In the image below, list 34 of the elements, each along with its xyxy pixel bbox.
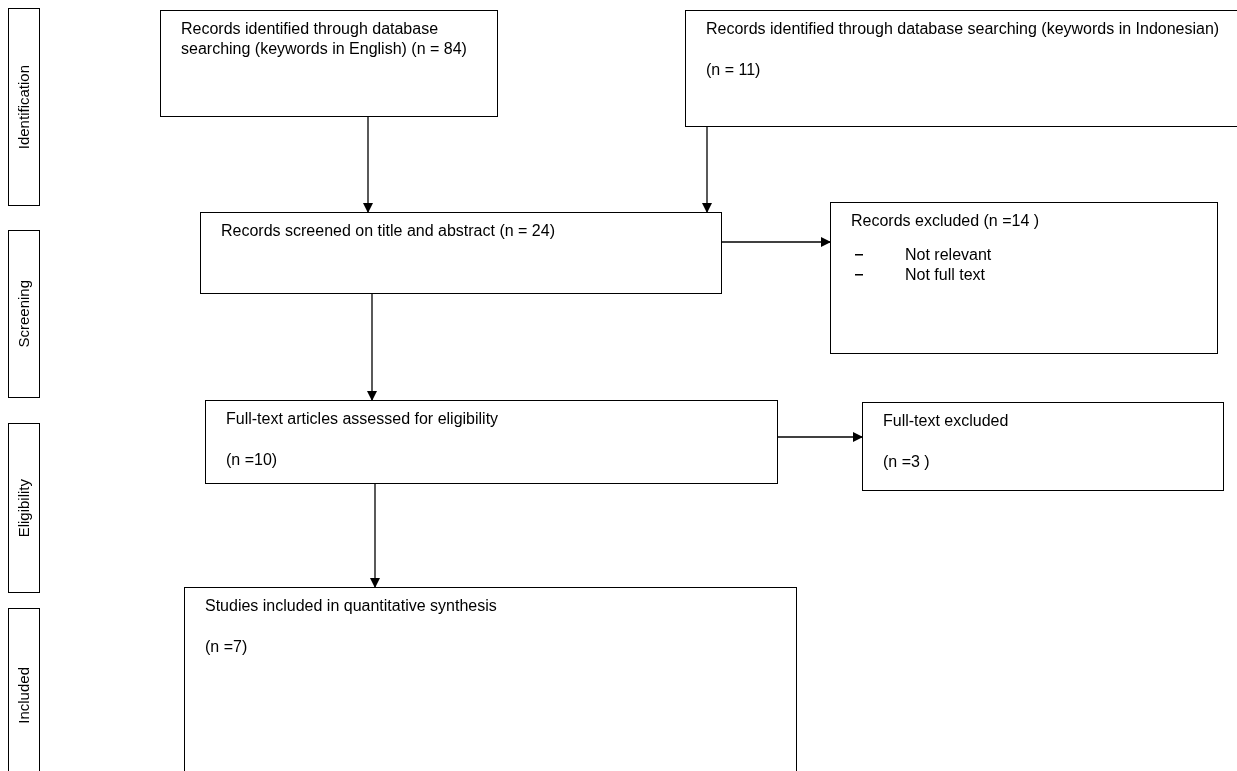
phase-label: Included [13, 667, 33, 724]
process-box [205, 400, 778, 484]
box-text: Records identified through database searching (keywords in English) (n = 84) [181, 19, 468, 59]
phase-box [8, 608, 40, 771]
arrow [363, 116, 373, 213]
phase-label: Identification [13, 64, 33, 150]
list-item: Not full text [905, 265, 986, 285]
process-box [184, 587, 797, 771]
process-box [200, 212, 722, 294]
box-text: (n =7) [205, 637, 248, 657]
box-text: (n = 11) [706, 60, 761, 80]
box-text: Full-text articles assessed for eligibility [226, 409, 499, 429]
arrow [367, 293, 377, 401]
arrow [370, 483, 380, 588]
process-box [685, 10, 1237, 127]
box-text: Studies included in quantitative synthesis [205, 596, 497, 616]
process-box [830, 202, 1218, 354]
phase-box [8, 8, 40, 206]
arrow [702, 126, 712, 213]
phase-label: Screening [13, 280, 33, 348]
box-text: Records screened on title and abstract (n = 24) [221, 221, 555, 241]
phase-box [8, 423, 40, 593]
phase-box [8, 230, 40, 398]
arrow [721, 237, 831, 247]
box-text: Records identified through database searching (keywords in Indonesian) [706, 19, 1220, 39]
box-text: (n =10) [226, 450, 278, 470]
list-item: Not relevant [905, 245, 992, 265]
phase-label: Eligibility [13, 478, 33, 538]
process-box [862, 402, 1224, 491]
box-text: Full-text excluded [883, 411, 1009, 431]
arrow [777, 432, 863, 442]
box-text: Records excluded (n =14 ) [851, 211, 1040, 231]
process-box [160, 10, 498, 117]
box-text: (n =3 ) [883, 452, 930, 472]
